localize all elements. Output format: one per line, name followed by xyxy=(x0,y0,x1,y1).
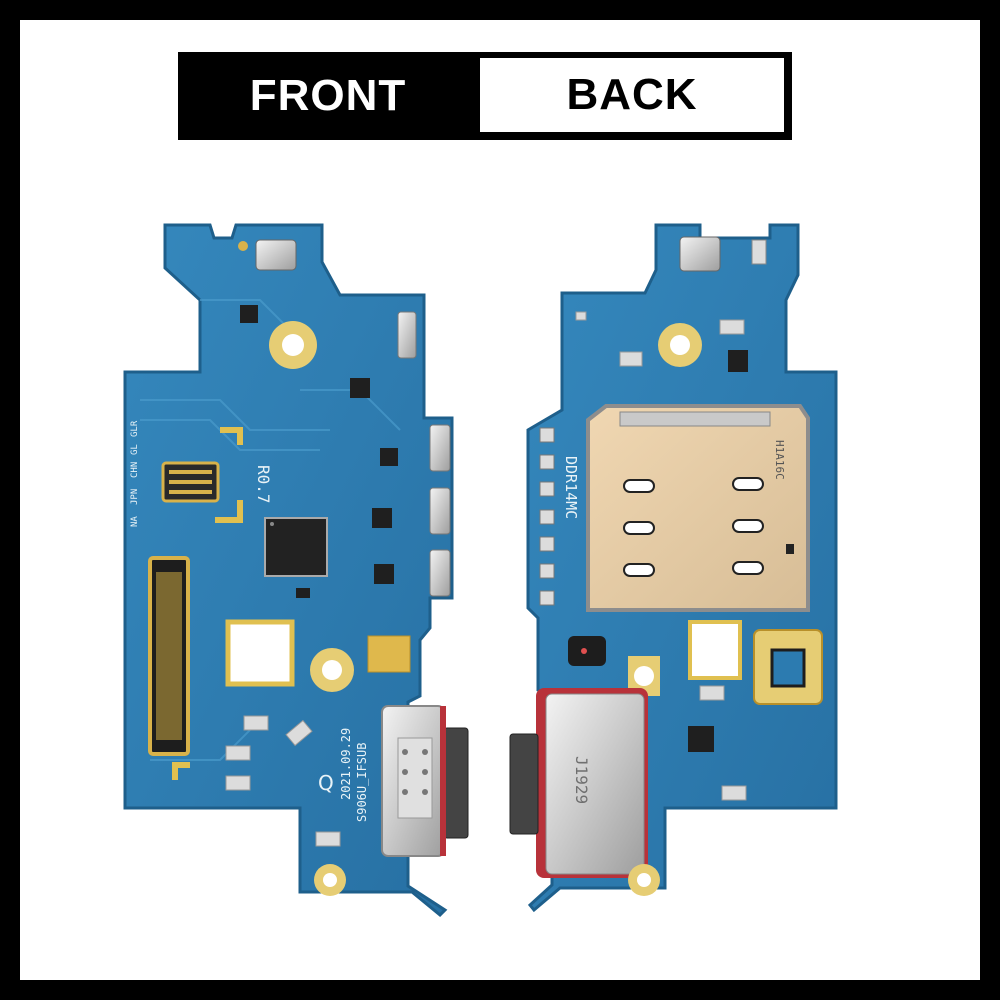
back-board: J1929 DDR14MC H1A16C xyxy=(509,223,838,913)
front-label: FRONT xyxy=(249,71,407,120)
back-side-pads xyxy=(539,427,555,606)
front-side-pads xyxy=(397,311,451,597)
front-alignment-marks xyxy=(172,427,243,780)
back-sim-tray xyxy=(586,404,810,612)
front-main-ic xyxy=(264,517,328,577)
front-mic-connector xyxy=(255,239,297,271)
back-connector-stamp: J1929 xyxy=(572,756,591,804)
back-usb-c-plug xyxy=(509,733,539,835)
front-date-text: 2021.09.29 xyxy=(339,728,353,800)
back-label: BACK xyxy=(480,58,784,132)
back-cutout xyxy=(688,620,742,680)
svg-text:CHN: CHN xyxy=(130,462,140,478)
back-usb-c-port xyxy=(545,693,645,875)
back-components xyxy=(575,311,747,801)
svg-text:JPN: JPN xyxy=(130,489,140,505)
svg-text:NA: NA xyxy=(130,516,140,527)
svg-text:GLR: GLR xyxy=(130,420,140,437)
front-cutout xyxy=(225,619,295,687)
back-mic-connector xyxy=(679,236,721,272)
back-memory-text: DDR14MC xyxy=(562,456,580,519)
back-small-ics xyxy=(688,350,748,752)
back-sim-contacts xyxy=(623,477,764,577)
front-small-ics xyxy=(240,305,398,598)
front-board: R0.7 2021.09.29 S906U_IFSUB NA JPN CHN G… xyxy=(123,223,469,918)
back-sim-marking: H1A16C xyxy=(773,440,786,480)
front-pad xyxy=(238,241,248,251)
front-capacitor xyxy=(367,635,411,673)
front-components xyxy=(225,715,341,847)
front-usb-c-plug xyxy=(443,727,469,839)
front-region-marks: NA JPN CHN GL GLR xyxy=(130,420,140,527)
front-revision-text: R0.7 xyxy=(254,465,273,504)
front-part-code-text: S906U_IFSUB xyxy=(355,743,369,822)
front-q-mark: Q xyxy=(318,771,334,795)
svg-text:GL: GL xyxy=(130,444,140,455)
